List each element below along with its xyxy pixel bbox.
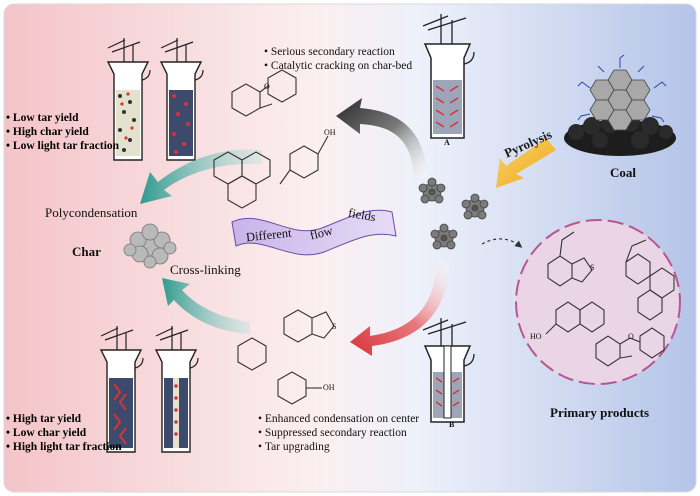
reactor-icon — [154, 326, 199, 453]
reactor-a-tag: A — [444, 138, 450, 147]
ho-label: HO — [530, 332, 542, 341]
dark-curved-arrow — [336, 98, 428, 178]
outcome-item: Low char yield — [6, 426, 122, 440]
hydroxyl-label: OH — [324, 128, 336, 137]
pyrolysis-arrow — [496, 138, 556, 188]
molecule-phenanthrene — [213, 151, 271, 209]
cross-linking-label: Cross-linking — [170, 262, 241, 277]
molecule-benzothiophene — [283, 309, 335, 343]
products-molecules — [545, 231, 675, 367]
upper-left-outcomes: Low tar yield High char yield Low light … — [6, 111, 119, 153]
particle — [418, 177, 446, 204]
sulfur-label: S — [332, 322, 337, 331]
note-item: Suppressed secondary reaction — [258, 426, 419, 440]
hydroxyl-label: OH — [323, 383, 335, 392]
note-item: Enhanced condensation on center — [258, 412, 419, 426]
coal-pile — [564, 54, 676, 156]
primary-products-label: Primary products — [550, 405, 650, 420]
molecule-phenol — [277, 371, 322, 405]
coal-hexagon-structure — [589, 69, 651, 131]
note-item: Tar upgrading — [258, 440, 419, 454]
sulfur-label: S — [590, 263, 595, 272]
oxygen-label: O — [628, 332, 634, 341]
char-label: Char — [72, 244, 101, 259]
particle — [461, 193, 489, 220]
coal-label: Coal — [610, 165, 636, 180]
outcome-item: High light tar fraction — [6, 440, 122, 454]
center-particles — [418, 177, 489, 250]
dashed-arrow — [481, 238, 523, 248]
reactor-icon — [159, 38, 204, 161]
outcome-item: Low light tar fraction — [6, 139, 119, 153]
outcome-item: Low tar yield — [6, 111, 119, 125]
upper-left-reactors — [106, 38, 204, 161]
note-item: Catalytic cracking on char-bed — [264, 59, 412, 73]
lower-left-outcomes: High tar yield Low char yield High light… — [6, 412, 122, 454]
particle — [430, 223, 458, 250]
oxygen-label: O — [264, 82, 270, 91]
molecule-benzene — [237, 337, 267, 371]
teal-arrow-upper — [140, 149, 262, 204]
reactor-icon — [106, 38, 151, 161]
outcome-item: High tar yield — [6, 412, 122, 426]
primary-products-circle — [515, 219, 681, 385]
teal-arrow-lower — [162, 278, 250, 334]
flow-fields-banner — [231, 209, 397, 256]
note-item: Serious secondary reaction — [264, 45, 412, 59]
lower-reactor-notes: Enhanced condensation on center Suppress… — [258, 412, 419, 454]
char-cluster — [123, 223, 177, 269]
red-curved-arrow — [350, 262, 450, 356]
molecule-cresol — [279, 135, 329, 185]
polycondensation-label: Polycondensation — [45, 205, 138, 220]
upper-reactor-notes: Serious secondary reaction Catalytic cra… — [264, 45, 412, 73]
reactor-b — [422, 318, 475, 423]
outcome-item: High char yield — [6, 125, 119, 139]
reactor-b-tag: B — [449, 420, 455, 429]
reactor-a — [422, 14, 475, 139]
